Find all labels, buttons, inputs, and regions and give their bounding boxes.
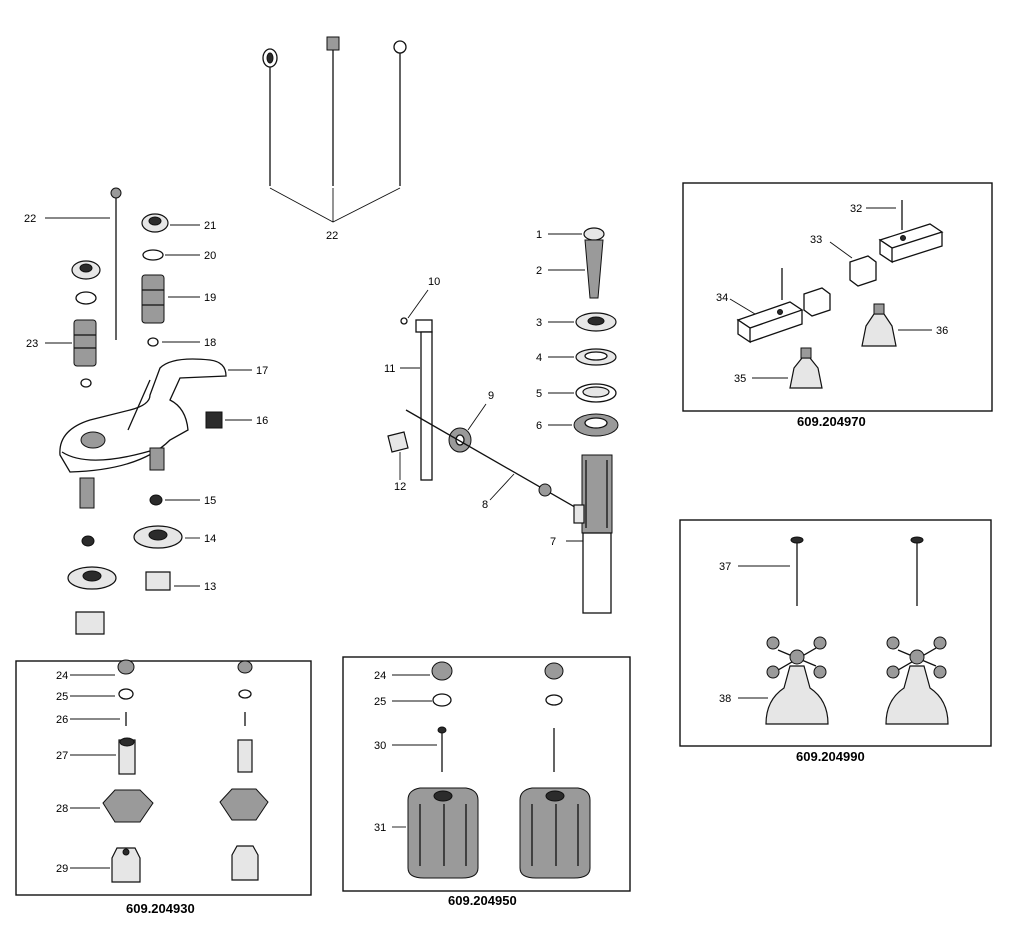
callout-24-a: 24 — [56, 670, 68, 682]
callout-20: 20 — [204, 250, 216, 262]
kit-box-204930: 24 25 26 27 28 29 609.204930 — [15, 659, 312, 916]
lift-rod-ball-top — [393, 40, 407, 186]
callout-13: 13 — [204, 581, 216, 593]
callout-22-top: 22 — [326, 230, 338, 242]
callout-16: 16 — [256, 415, 268, 427]
callout-28: 28 — [56, 803, 68, 815]
callout-18: 18 — [204, 337, 216, 349]
callout-1: 1 — [536, 229, 542, 241]
faucet-assembly: 22 23 21 20 19 18 17 — [24, 187, 268, 635]
callout-11: 11 — [384, 363, 395, 375]
lift-rod-square-top — [326, 36, 340, 186]
callout-2: 2 — [536, 265, 542, 277]
callout-25-b: 25 — [374, 696, 386, 708]
callout-23: 23 — [26, 338, 38, 350]
callout-24-b: 24 — [374, 670, 386, 682]
callout-35: 35 — [734, 373, 746, 385]
lift-rod-loop-top — [262, 48, 278, 186]
callout-21: 21 — [204, 220, 216, 232]
callout-37: 37 — [719, 561, 731, 573]
callout-6: 6 — [536, 420, 542, 432]
callout-17: 17 — [256, 365, 268, 377]
callout-4: 4 — [536, 352, 542, 364]
callout-27: 27 — [56, 750, 68, 762]
callout-31: 31 — [374, 822, 386, 834]
callout-9: 9 — [488, 390, 494, 402]
callout-38: 38 — [719, 693, 731, 705]
callout-8: 8 — [482, 499, 488, 511]
model-number-204950: 609.204950 — [448, 893, 517, 908]
callout-14: 14 — [204, 533, 216, 545]
callout-33: 33 — [810, 234, 822, 246]
callout-26: 26 — [56, 714, 68, 726]
kit-box-204970: 32 33 34 35 36 609.204970 — [682, 182, 993, 429]
callout-3: 3 — [536, 317, 542, 329]
callout-32: 32 — [850, 203, 862, 215]
model-number-204970: 609.204970 — [797, 414, 866, 429]
callout-5: 5 — [536, 388, 542, 400]
model-number-204930: 609.204930 — [126, 901, 195, 916]
callout-29: 29 — [56, 863, 68, 875]
callout-30: 30 — [374, 740, 386, 752]
callout-12: 12 — [394, 481, 406, 493]
callout-15: 15 — [204, 495, 216, 507]
callout-34: 34 — [716, 292, 728, 304]
lift-rods-group: 22 — [262, 36, 407, 242]
kit-box-204990: 37 38 609.204990 — [679, 519, 992, 764]
model-number-204990: 609.204990 — [796, 749, 865, 764]
callout-36: 36 — [936, 325, 948, 337]
callout-22-left: 22 — [24, 213, 36, 225]
callout-25-a: 25 — [56, 691, 68, 703]
callout-7: 7 — [550, 536, 556, 548]
callout-19: 19 — [204, 292, 216, 304]
kit-box-204950: 24 25 30 31 609.204950 — [342, 656, 631, 908]
callout-10: 10 — [428, 276, 440, 288]
popup-drain-assembly: 10 11 12 9 8 1 2 3 — [384, 227, 619, 614]
